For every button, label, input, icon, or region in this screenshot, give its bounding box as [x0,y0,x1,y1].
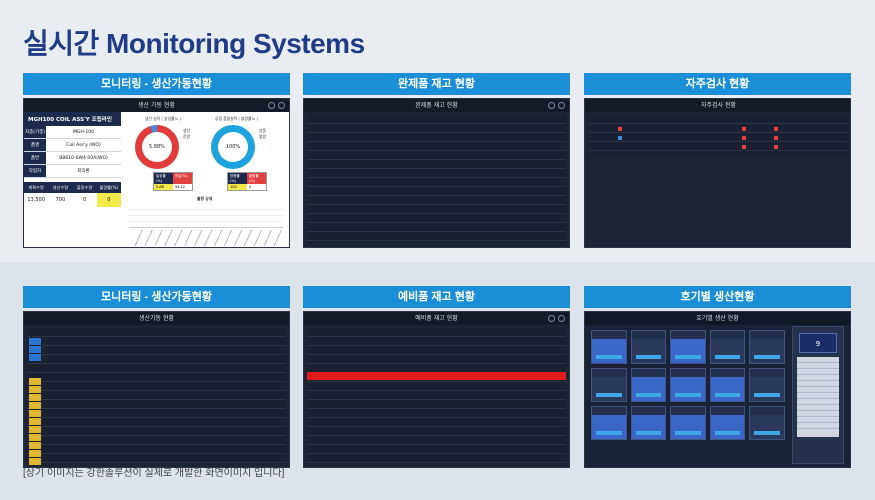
window-titlebar: 자주검사 현황 [585,99,850,112]
card-production-monitor-2: 모니터링 - 생산가동현황 생산가동 현황 [23,286,290,468]
inspection-table [588,115,847,157]
card-screenshot: 호기별 생산 현황 9 [584,311,851,468]
settings-icon[interactable] [548,102,555,109]
machine-tile[interactable] [670,368,706,402]
defect-chart-title: 불량 상세 [197,196,213,201]
machine-tile[interactable] [670,406,706,440]
summary-list [797,357,839,437]
card-machine-production: 호기별 생산현황 호기별 생산 현황 9 [584,286,851,468]
settings-icon[interactable] [548,315,555,322]
window-titlebar: 호기별 생산 현황 [585,312,850,325]
gauge-title: 공정 품질실적 ( 불량률% ) [215,116,258,121]
window-titlebar: 완제품 재고 현황 [304,99,569,112]
machine-tile[interactable] [670,330,706,364]
card-header: 자주검사 현황 [584,73,851,95]
machine-tile[interactable] [591,406,627,440]
window-title: 예비품 재고 현황 [415,315,458,322]
machine-tile[interactable] [749,368,785,402]
card-header: 호기별 생산현황 [584,286,851,308]
caption: [상기 이미지는 강한솔루션이 실제로 개발한 화면이미지 입니다] [23,468,285,479]
card-screenshot: 완제품 재고 현황 [303,98,570,248]
inventory-table [307,115,566,244]
defect-chart-area [129,204,283,228]
card-header: 모니터링 - 생산가동현황 [23,73,290,95]
machine-tile[interactable] [749,406,785,440]
machine-tile[interactable] [709,406,746,440]
line-title: MGH100 COIL ASS'Y 조립라인 [24,112,121,126]
window-title: 생산가동 현황 [138,315,175,322]
settings-icon[interactable] [268,102,275,109]
alert-row [307,372,566,380]
card-header: 모니터링 - 생산가동현황 [23,286,290,308]
close-icon[interactable] [278,102,285,109]
card-header: 완제품 재고 현황 [303,73,570,95]
card-spare-parts: 예비품 재고 현황 예비품 재고 현황 [303,286,570,468]
card-screenshot: 생산가동 현황 [23,311,290,468]
machine-tile[interactable] [709,330,746,364]
card-finished-goods: 완제품 재고 현황 완제품 재고 현황 [303,73,570,248]
machine-tile[interactable] [630,406,667,440]
window-title: 생산 가동 현황 [138,102,175,109]
close-icon[interactable] [558,315,565,322]
info-row: 차종(기종)MGH-100 [24,126,121,139]
machine-grid [591,330,785,440]
window-title: 호기별 생산 현황 [696,315,739,322]
defect-chart-xlabels [133,230,283,246]
total-count: 9 [799,333,837,353]
card-screenshot: 생산 가동 현황 MGH100 COIL ASS'Y 조립라인 차종(기종)MG… [23,98,290,248]
summary-side-panel: 9 [792,326,844,464]
machine-tile[interactable] [709,368,746,402]
machine-tile[interactable] [591,368,627,402]
window-title: 완제품 재고 현황 [415,102,458,109]
kpi-panel: 생산 실적 ( 달성률% ) 5.88% 생산 잔량 달성률(%)미달(%) 5… [123,112,289,247]
window-titlebar: 생산가동 현황 [24,312,289,325]
window-titlebar: 예비품 재고 현황 [304,312,569,325]
window-titlebar: 생산 가동 현황 [24,99,289,112]
gauge-title: 생산 실적 ( 달성률% ) [145,116,181,121]
quality-gauge: 100% [211,125,255,169]
production-table [27,328,286,466]
machine-tile[interactable] [749,330,785,364]
card-screenshot: 예비품 재고 현황 [303,311,570,468]
window-title: 자주검사 현황 [701,102,737,109]
page-title: 실시간 Monitoring Systems [23,28,365,59]
card-header: 예비품 재고 현황 [303,286,570,308]
machine-tile[interactable] [630,330,667,364]
spare-parts-table [307,328,566,464]
close-icon[interactable] [558,102,565,109]
card-self-inspection: 자주검사 현황 자주검사 현황 [584,73,851,248]
production-gauge: 5.88% [135,125,179,169]
machine-tile[interactable] [630,368,667,402]
machine-tile[interactable] [591,330,627,364]
card-production-monitor: 모니터링 - 생산가동현황 생산 가동 현황 MGH100 COIL ASS'Y… [23,73,290,248]
card-screenshot: 자주검사 현황 [584,98,851,248]
